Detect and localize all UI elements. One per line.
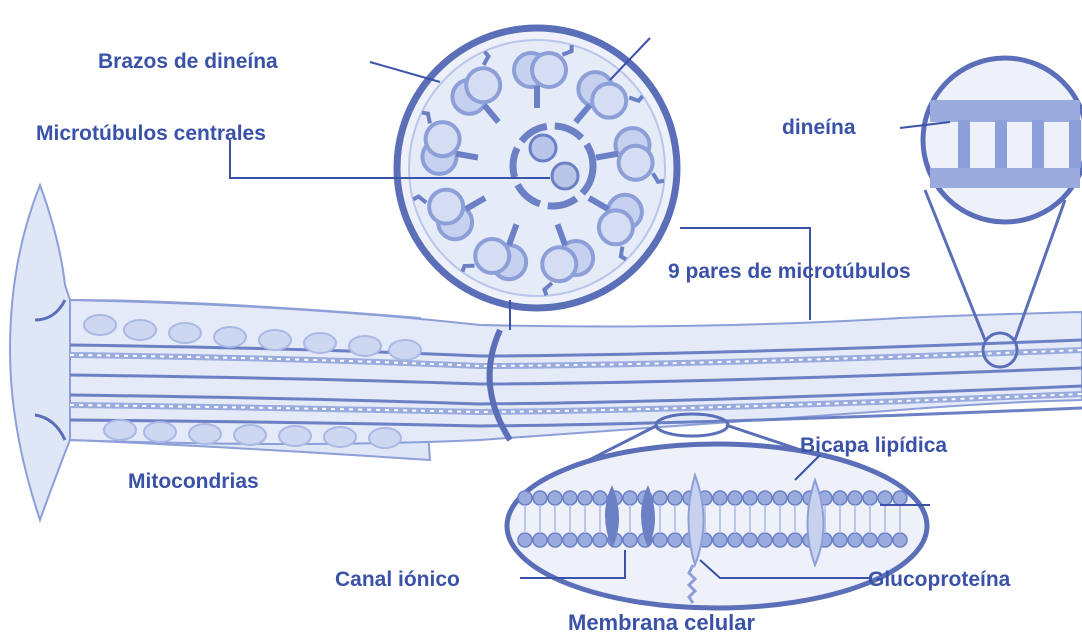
mitochondrion: [324, 427, 356, 447]
microtubule-doublet-b: [466, 68, 500, 102]
mitochondrion: [124, 320, 156, 340]
lipid-head-bottom: [623, 533, 637, 547]
mitochondrion: [389, 340, 421, 360]
central-microtubule-1: [530, 135, 556, 161]
lipid-head-top: [548, 491, 562, 505]
mitochondrion: [259, 330, 291, 350]
lipid-head-bottom: [833, 533, 847, 547]
axoneme-cross-section: [397, 28, 677, 308]
lipid-head-bottom: [713, 533, 727, 547]
lipid-head-bottom: [548, 533, 562, 547]
lipid-head-bottom: [743, 533, 757, 547]
microtubule-doublet-b: [426, 122, 460, 156]
label-dynein: dineína: [782, 116, 856, 139]
label-lipid-bilayer: Bicapa lipídica: [800, 434, 947, 457]
microtubule-doublet-b: [532, 53, 566, 87]
lipid-head-bottom: [758, 533, 772, 547]
lipid-head-top: [713, 491, 727, 505]
lipid-head-bottom: [773, 533, 787, 547]
mitochondrion: [84, 315, 116, 335]
lipid-head-top: [563, 491, 577, 505]
microtubule-doublet-b: [429, 190, 463, 224]
mitochondrion: [369, 428, 401, 448]
dynein-post-1: [958, 120, 970, 168]
lipid-head-top: [593, 491, 607, 505]
mitochondrion: [349, 336, 381, 356]
dynein-band-top: [930, 100, 1080, 122]
dynein-post-3: [1032, 120, 1044, 168]
radial-spoke: [596, 154, 618, 158]
label-ion-channel: Canal iónico: [335, 568, 460, 591]
lipid-head-bottom: [593, 533, 607, 547]
lipid-head-top: [578, 491, 592, 505]
lipid-head-bottom: [728, 533, 742, 547]
radial-spoke: [456, 154, 478, 158]
lipid-head-top: [668, 491, 682, 505]
mitochondrion: [304, 333, 336, 353]
lipid-head-top: [728, 491, 742, 505]
mitochondrion: [189, 424, 221, 444]
label-dynein-arms: Brazos de dineína: [98, 50, 278, 73]
lipid-head-bottom: [578, 533, 592, 547]
lipid-head-bottom: [848, 533, 862, 547]
leader-dynein-arms: [370, 62, 440, 82]
label-nine-pairs: 9 pares de microtúbulos: [668, 260, 911, 283]
lipid-head-bottom: [668, 533, 682, 547]
mitochondrion: [144, 422, 176, 442]
lipid-head-top: [863, 491, 877, 505]
lipid-head-bottom: [878, 533, 892, 547]
lipid-head-bottom: [893, 533, 907, 547]
microtubule-doublet-b: [619, 146, 653, 180]
microtubule-doublet-b: [542, 247, 576, 281]
mitochondrion: [104, 420, 136, 440]
lipid-head-top: [533, 491, 547, 505]
label-mitochondria: Mitocondrias: [128, 470, 259, 493]
lipid-head-top: [848, 491, 862, 505]
lipid-head-top: [788, 491, 802, 505]
dynein-post-2: [995, 120, 1007, 168]
lipid-head-bottom: [653, 533, 667, 547]
lipid-head-top: [773, 491, 787, 505]
label-glycoprotein: Glucoproteína: [868, 568, 1011, 591]
lipid-head-top: [833, 491, 847, 505]
central-microtubule-2: [552, 163, 578, 189]
label-cell-membrane: Membrana celular: [568, 610, 756, 635]
dynein-band-bottom: [930, 168, 1080, 188]
lipid-head-top: [878, 491, 892, 505]
lipid-head-top: [518, 491, 532, 505]
mitochondrion: [214, 327, 246, 347]
lipid-head-bottom: [788, 533, 802, 547]
lipid-head-top: [653, 491, 667, 505]
label-central-microtubules: Microtúbulos centrales: [36, 122, 266, 145]
microtubule-doublet-b: [599, 210, 633, 244]
microtubule-doublet-b: [592, 84, 626, 118]
lipid-head-bottom: [563, 533, 577, 547]
lipid-head-bottom: [533, 533, 547, 547]
lipid-head-top: [743, 491, 757, 505]
dynein-post-4: [1069, 120, 1081, 168]
mitochondrion: [169, 323, 201, 343]
microtubule-doublet-b: [475, 239, 509, 273]
lipid-head-top: [893, 491, 907, 505]
mitochondrion: [234, 425, 266, 445]
mitochondrion: [279, 426, 311, 446]
lipid-head-bottom: [863, 533, 877, 547]
lipid-head-top: [623, 491, 637, 505]
lipid-head-top: [758, 491, 772, 505]
lipid-head-bottom: [518, 533, 532, 547]
